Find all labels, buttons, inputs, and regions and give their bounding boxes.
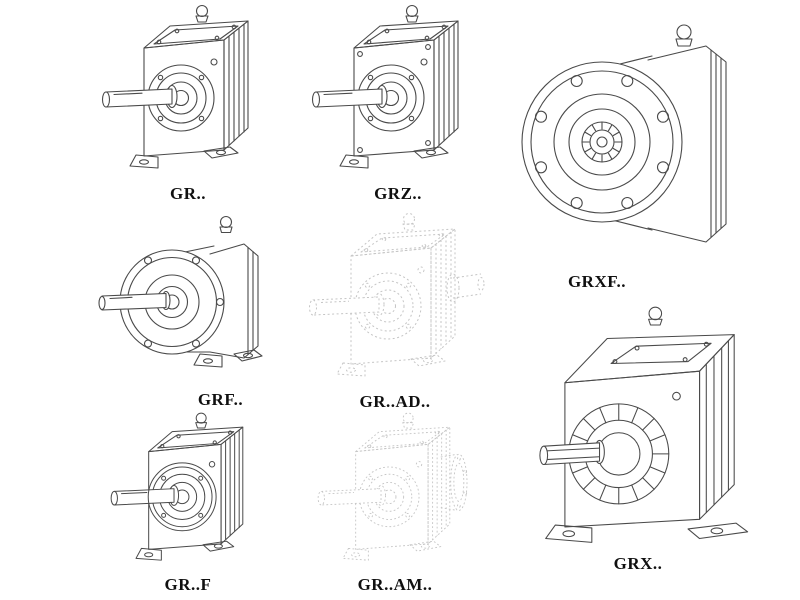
grz-gearbox-drawing (311, 4, 459, 169)
figure-grf: GRF.. (88, 206, 288, 410)
figure-grxf: GRXF.. (502, 2, 762, 292)
figure-gr: GR.. (88, 0, 288, 204)
figure-label-gr-am: GR..AM.. (357, 575, 433, 594)
gr-am-gearbox-drawing (317, 412, 467, 561)
figure-grx: GRX.. (498, 300, 778, 574)
figure-label-gr-f: GR..F (164, 575, 212, 594)
grx-gearbox-drawing (539, 306, 749, 543)
figure-label-grxf: GRXF.. (567, 272, 627, 291)
figure-label-grf: GRF.. (197, 390, 244, 409)
gr-gearbox-drawing (101, 4, 249, 169)
figure-label-grz: GRZ.. (374, 184, 422, 203)
figure-gr-f: GR..F (88, 408, 288, 595)
figure-label-gr-ad: GR..AD.. (359, 392, 431, 411)
figure-label-gr: GR.. (170, 184, 206, 203)
grxf-gearbox-drawing (521, 24, 727, 243)
gr-ad-gearbox-drawing (309, 213, 485, 377)
figure-gr-ad: GR..AD.. (295, 208, 495, 412)
figure-grz: GRZ.. (298, 0, 498, 204)
figure-gr-am: GR..AM.. (295, 408, 495, 595)
grf-gearbox-drawing (98, 215, 263, 368)
gr-f-gearbox-drawing (110, 412, 243, 561)
figure-label-grx: GRX.. (613, 554, 663, 573)
